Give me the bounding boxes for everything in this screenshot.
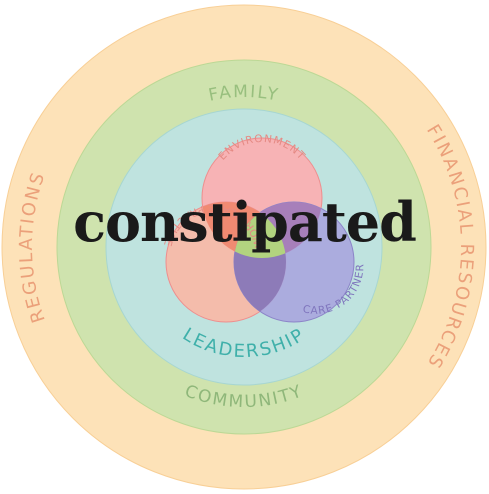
family-label: FAMILY [207,82,281,106]
center-overlap [234,202,286,258]
overlay-word: constipated [73,190,417,254]
